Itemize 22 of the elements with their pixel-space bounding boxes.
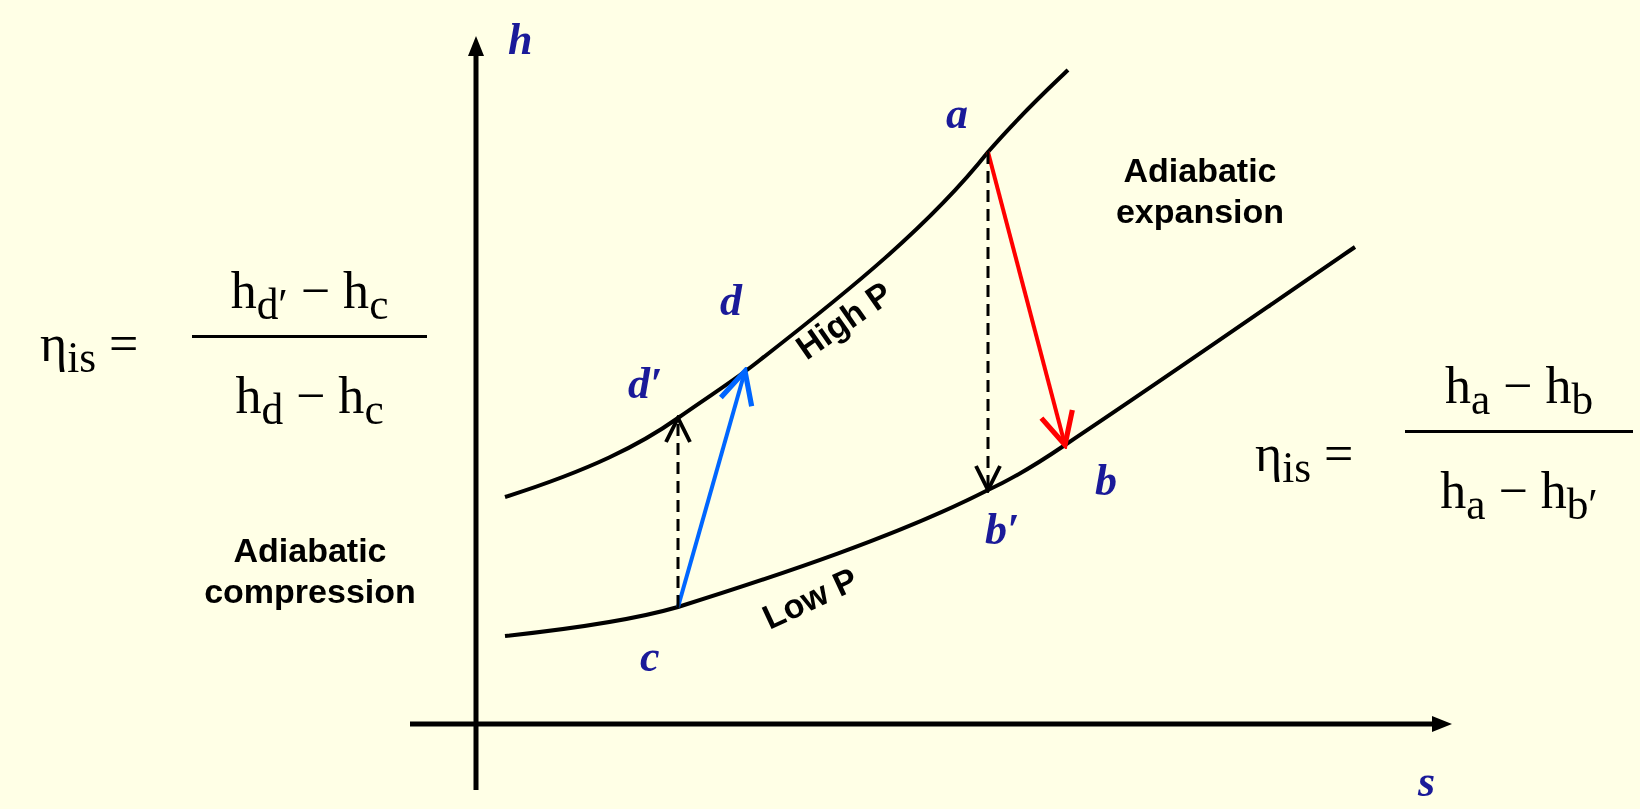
axis-label: s [1418, 760, 1436, 804]
formula-numerator: h$_{d′}$ − h$_{c}$ [192, 265, 427, 338]
curve-label: Low P [756, 558, 865, 639]
formula-text: η$_{is}$ = [40, 318, 139, 380]
dashed-arrow [664, 416, 692, 607]
process-label: Adiabatic compression [203, 530, 417, 612]
formula-numerator: h$_{a}$ − h$_{b}$ [1405, 360, 1633, 433]
point-label: d′ [628, 360, 690, 418]
point-label: d [718, 277, 762, 371]
axis-label: h [508, 18, 533, 62]
point-label: b [1065, 445, 1125, 500]
formula-denominator: h$_{a}$ − h$_{b′}$ [1439, 465, 1599, 527]
formula-denominator: h$_{d}$ − h$_{c}$ [234, 370, 385, 432]
point-label: c [636, 607, 680, 685]
arrow [986, 151, 1075, 448]
point-label: a [946, 92, 990, 152]
formula-text: η$_{is}$ = [1255, 428, 1354, 490]
process-label: Adiabatic expansion [1114, 150, 1286, 232]
point-label: b′ [985, 490, 1033, 555]
dashed-arrow [974, 152, 1002, 492]
arrow [676, 368, 755, 608]
curve-label: High P [788, 272, 900, 368]
